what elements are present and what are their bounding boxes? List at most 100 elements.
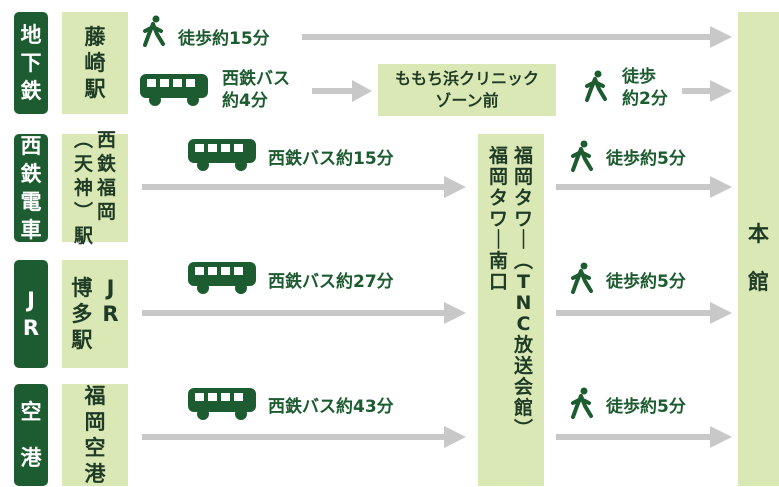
- arrow: [556, 426, 732, 452]
- tower-char: 福: [488, 145, 508, 167]
- bus-stop-name-tower-south: 福岡タワ｜南口: [489, 146, 508, 440]
- station-char: 多: [71, 302, 93, 326]
- walk-time-label: 徒歩約5分: [606, 397, 686, 417]
- tower-char: ︶: [514, 418, 534, 440]
- bus-stop-clinic-zone: ももち浜クリニック ゾーン前: [378, 64, 556, 116]
- station-label-nishitetsu-fukuoka: 西鉄福岡 ︵天神︶駅: [74, 128, 116, 248]
- station-char: 駅: [71, 328, 93, 352]
- station-label-fujisaki: 藤崎駅: [85, 24, 106, 102]
- tower-char: 放: [514, 334, 534, 356]
- line-char: J: [27, 288, 35, 312]
- tower-char: ︵: [514, 250, 534, 272]
- bus-stop-name-line2: ゾーン前: [435, 91, 499, 110]
- destination-honkan: 本館: [738, 12, 779, 486]
- walk-time-label: 徒歩 約2分: [622, 66, 668, 110]
- station-box-fujisaki: 藤崎駅: [62, 12, 128, 114]
- tower-char: 福: [514, 145, 534, 167]
- tower-char: 送: [514, 355, 534, 377]
- tower-char: タ: [514, 187, 534, 209]
- station-char: 駅: [84, 77, 106, 101]
- arrow: [312, 80, 372, 106]
- tower-char: 館: [514, 397, 534, 419]
- arrow: [142, 302, 466, 328]
- line-box-airport: 空港: [14, 384, 48, 486]
- bus-label-line2: 約4分: [222, 91, 268, 111]
- arrow: [556, 176, 732, 202]
- bus-icon: [140, 72, 208, 106]
- station-char: 天: [73, 153, 93, 175]
- line-label-subway: 地下鉄: [21, 21, 42, 105]
- tower-char: 岡: [514, 166, 534, 188]
- station-label-fukuoka-airport: 福岡空港: [85, 383, 106, 487]
- bus-label-line1: 西鉄バス: [222, 69, 290, 89]
- walk-icon: [570, 262, 594, 294]
- destination-char: 館: [748, 270, 769, 294]
- station-char: R: [102, 302, 119, 326]
- line-char: 下: [20, 51, 42, 75]
- walk-icon: [570, 140, 594, 172]
- line-box-nishitetsu-train: 西鉄電車: [14, 134, 48, 242]
- station-char: 空: [84, 436, 106, 460]
- walk-icon: [570, 387, 594, 419]
- bus-time-label: 西鉄バス 約4分: [222, 68, 290, 112]
- station-box-fukuoka-airport: 福岡空港: [62, 384, 128, 486]
- line-label-airport: 空港: [21, 398, 42, 472]
- line-char: 車: [20, 218, 42, 242]
- line-char: 地: [20, 23, 42, 47]
- line-char: R: [22, 316, 40, 340]
- walk-label-line1: 徒歩: [622, 67, 656, 87]
- station-char: 西: [97, 129, 117, 151]
- station-char: 港: [84, 462, 106, 486]
- line-char: 鉄: [20, 79, 42, 103]
- station-char: 崎: [84, 51, 106, 75]
- station-char: 福: [84, 384, 106, 408]
- walk-time-label: 徒歩約5分: [606, 272, 686, 292]
- tower-char: タ: [488, 187, 508, 209]
- walk-icon: [142, 15, 166, 47]
- tower-char: C: [516, 313, 531, 335]
- arrow: [302, 26, 732, 52]
- tower-char: 南: [488, 250, 508, 272]
- station-char: 神: [73, 177, 93, 199]
- tower-char: N: [515, 292, 532, 314]
- bus-icon: [188, 386, 256, 420]
- tower-char: ワ: [488, 208, 508, 230]
- line-char: 空: [20, 400, 42, 424]
- line-box-subway: 地下鉄: [14, 12, 48, 114]
- station-char: 駅: [73, 225, 93, 247]
- line-char: 電: [20, 190, 42, 214]
- walk-icon: [584, 70, 608, 102]
- station-char: 藤: [84, 25, 106, 49]
- arrow: [142, 176, 466, 202]
- station-char: 鉄: [97, 153, 117, 175]
- walk-label-line2: 約2分: [622, 89, 668, 109]
- bus-time-label: 西鉄バス約27分: [268, 272, 394, 292]
- bus-time-label: 西鉄バス約15分: [268, 149, 394, 169]
- tower-char: 会: [514, 376, 534, 398]
- station-char: J: [106, 276, 115, 300]
- line-char: 西: [20, 134, 42, 158]
- station-char: ︶: [73, 201, 93, 223]
- tower-char: ワ: [514, 208, 534, 230]
- tower-char: ｜: [488, 229, 508, 251]
- line-label-nishitetsu-train: 西鉄電車: [21, 132, 42, 244]
- tower-char: 口: [488, 271, 508, 293]
- destination-char: 本: [748, 222, 769, 246]
- station-char: 岡: [97, 201, 117, 223]
- walk-time-label: 徒歩約15分: [178, 29, 270, 49]
- line-char: 港: [20, 446, 42, 470]
- arrow: [682, 80, 732, 106]
- destination-label: 本館: [738, 12, 779, 296]
- tower-char: ｜: [514, 229, 534, 251]
- station-char: 岡: [84, 410, 106, 434]
- bus-icon: [188, 137, 256, 171]
- station-char: ︵: [73, 129, 93, 151]
- tower-char: T: [517, 271, 530, 293]
- station-char: 福: [97, 177, 117, 199]
- bus-stop-name-line1: ももち浜クリニック: [394, 69, 539, 88]
